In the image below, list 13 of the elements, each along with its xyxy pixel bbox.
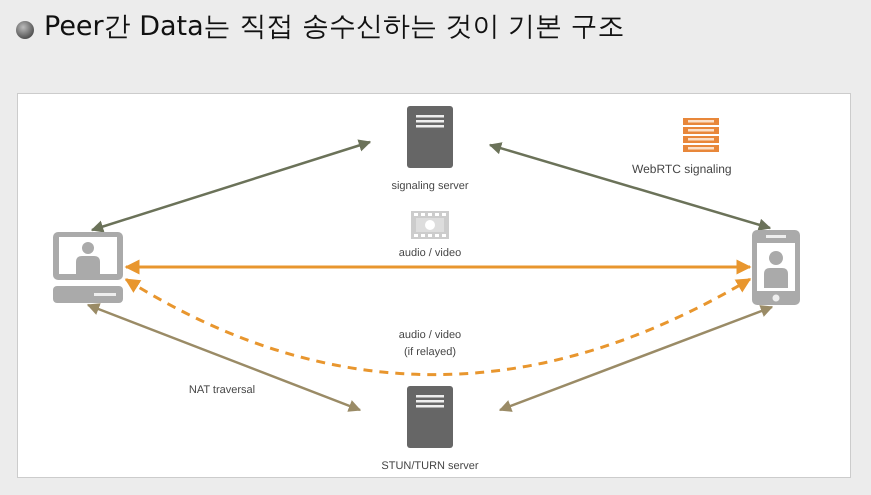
node-label: STUN/TURN server <box>380 460 480 472</box>
dashed-arrow <box>124 278 752 376</box>
edge-label: audio / video <box>398 246 462 261</box>
arrow <box>90 139 372 233</box>
arrow <box>488 142 772 231</box>
title: Peer간 Data는 직접 송수신하는 것이 기본 구조 <box>44 10 625 44</box>
edge-label: audio / video (if relayed) <box>398 328 462 360</box>
arrow <box>124 260 752 274</box>
annotation-label: WebRTC signaling <box>632 162 732 176</box>
arrow <box>86 303 362 412</box>
node-label: signaling server <box>390 180 470 192</box>
arrow <box>498 305 774 412</box>
edge-label: NAT traversal <box>188 383 256 398</box>
